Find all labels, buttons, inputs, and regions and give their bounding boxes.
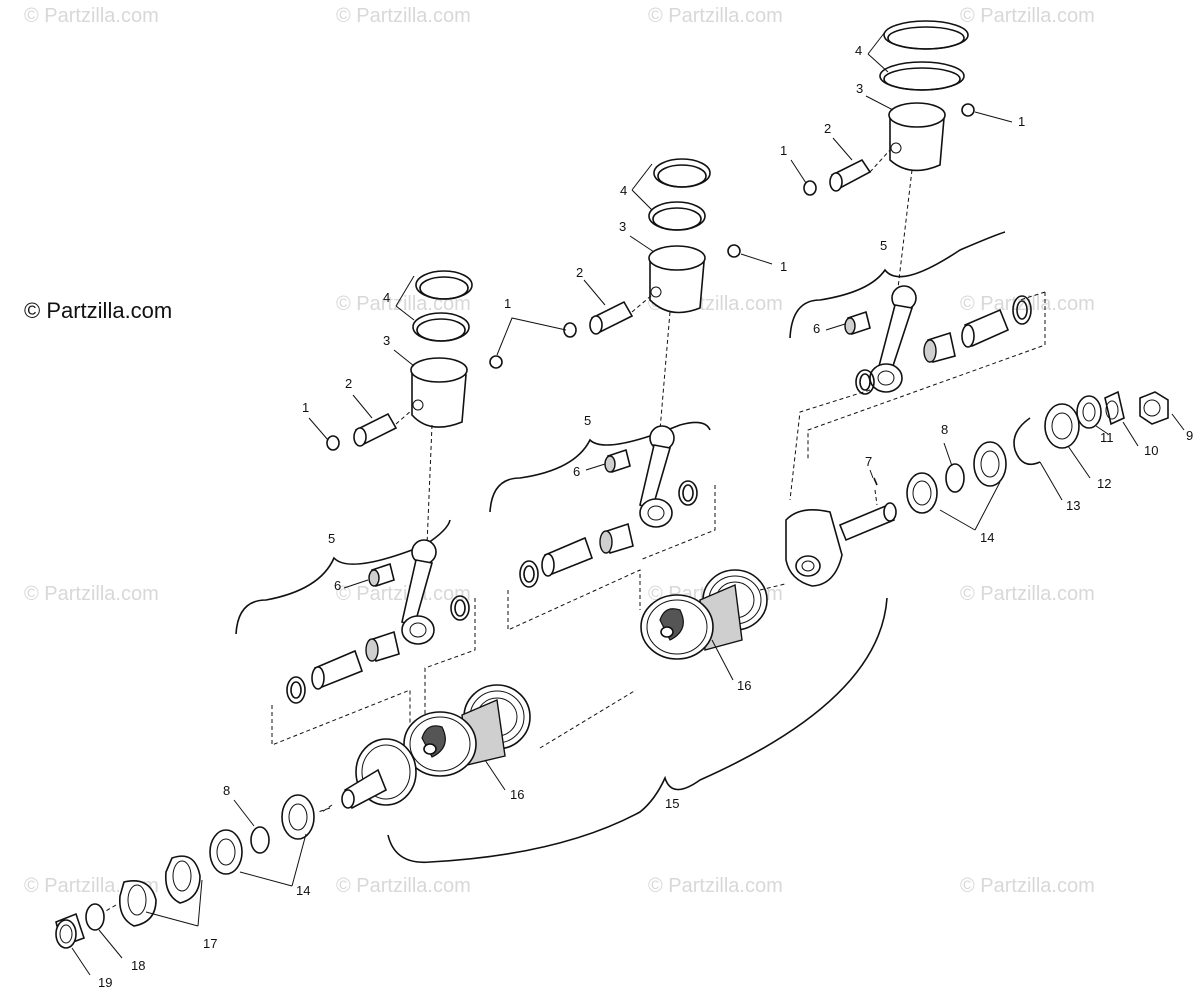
crankshaft-assembly <box>55 390 1185 976</box>
thrust-washer <box>286 676 306 704</box>
callout-number: 6 <box>573 464 580 479</box>
callout-number: 1 <box>780 259 787 274</box>
main-bearing <box>973 441 1007 487</box>
watermark-text: © Partzilla.com <box>960 5 1095 27</box>
callout-number: 3 <box>383 333 390 348</box>
callout-number: 11 <box>1100 430 1114 445</box>
callout-number: 13 <box>1066 498 1080 513</box>
callout-number: 9 <box>1186 428 1193 443</box>
callout-number: 4 <box>383 290 390 305</box>
o-ring <box>85 903 105 931</box>
callout-number: 1 <box>504 296 511 311</box>
watermark-text: © Partzilla.com <box>648 5 783 27</box>
watermark-text: © Partzilla.com <box>336 875 471 897</box>
callout-number: 5 <box>328 531 335 546</box>
pin-clip <box>727 244 741 258</box>
washer <box>1076 395 1102 429</box>
thrust-washer <box>1012 295 1032 325</box>
piston-assembly-middle <box>489 158 773 631</box>
main-bearing <box>281 794 315 840</box>
callout-number: 14 <box>296 883 310 898</box>
brace-15 <box>387 597 888 864</box>
callout-number: 16 <box>737 678 751 693</box>
callout-number: 18 <box>131 958 145 973</box>
piston <box>649 257 705 314</box>
callout-number: 6 <box>334 578 341 593</box>
main-bearing <box>209 829 243 875</box>
crankshaft-stub <box>838 503 896 542</box>
callout-number: 10 <box>1144 443 1158 458</box>
callout-number: 7 <box>865 454 872 469</box>
watermark-text: © Partzilla.com <box>24 583 159 605</box>
watermark-text: © Partzilla.com <box>960 583 1095 605</box>
watermark-text: © Partzilla.com <box>960 293 1095 315</box>
callout-number: 19 <box>98 975 112 990</box>
copyright-label: © Partzilla.com <box>24 298 172 323</box>
oil-seal-ring <box>945 463 965 493</box>
crankshaft-stub <box>341 789 355 809</box>
callout-number: 3 <box>619 219 626 234</box>
watermark-text: © Partzilla.com <box>336 5 471 27</box>
snap-ring <box>1013 417 1041 466</box>
main-bearing <box>906 472 938 514</box>
callout-number: 8 <box>223 783 230 798</box>
callout-number: 3 <box>856 81 863 96</box>
callout-number: 17 <box>203 936 217 951</box>
callout-number: 1 <box>302 400 309 415</box>
callout-number: 5 <box>584 413 591 428</box>
seal <box>164 855 201 904</box>
piston-assembly-left <box>235 270 567 746</box>
piston <box>411 369 467 428</box>
callout-number: 2 <box>576 265 583 280</box>
end-nut <box>1139 391 1169 425</box>
callout-number: 2 <box>345 376 352 391</box>
watermark-text: © Partzilla.com <box>336 583 471 605</box>
pin-clip <box>489 355 503 369</box>
callout-number: 14 <box>980 530 994 545</box>
seal <box>118 880 157 927</box>
seal <box>1044 403 1080 449</box>
watermark-text: © Partzilla.com <box>24 5 159 27</box>
callout-number: 6 <box>813 321 820 336</box>
callout-number: 2 <box>824 121 831 136</box>
callout-number: 16 <box>510 787 524 802</box>
pin-clip <box>961 103 975 117</box>
piston <box>889 114 945 172</box>
callout-number: 15 <box>665 796 679 811</box>
piston-assembly-right <box>789 20 1046 501</box>
nut <box>1104 390 1125 426</box>
thrust-washer <box>519 560 539 588</box>
callout-number: 4 <box>855 43 862 58</box>
callout-number: 5 <box>880 238 887 253</box>
callout-number: 4 <box>620 183 627 198</box>
callout-number: 1 <box>780 143 787 158</box>
watermark-text: © Partzilla.com <box>960 875 1095 897</box>
pin-clip <box>326 435 340 451</box>
thrust-washer <box>855 369 875 395</box>
callout-number: 12 <box>1097 476 1111 491</box>
watermark-layer: © Partzilla.com © Partzilla.com © Partzill… <box>24 5 1095 897</box>
callout-number: 1 <box>1018 114 1025 129</box>
pin-clip <box>803 180 817 196</box>
thrust-washer <box>450 595 470 621</box>
thrust-washer <box>678 480 698 506</box>
callout-number: 8 <box>941 422 948 437</box>
oil-seal-ring <box>250 826 270 854</box>
watermark-text: © Partzilla.com <box>648 875 783 897</box>
